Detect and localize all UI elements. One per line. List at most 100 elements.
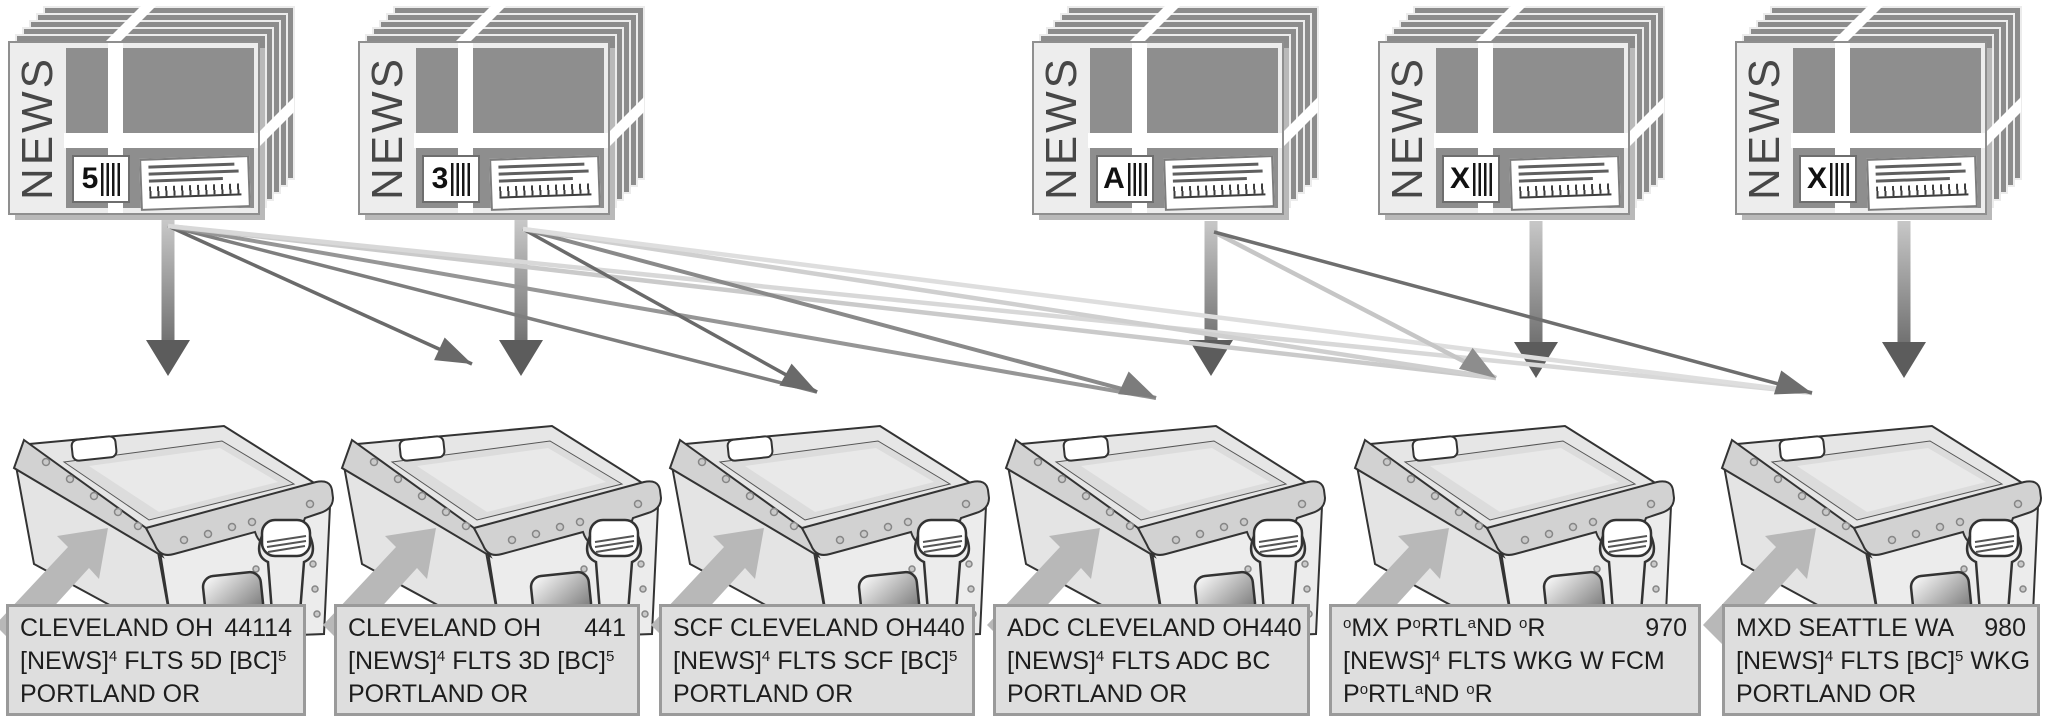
label-line2: [NEWS]4 FLTS 3D [BC]5 xyxy=(348,647,615,675)
bundle-sort-level: A xyxy=(1103,162,1125,195)
thick-arrow-bundle1-tray1 xyxy=(514,219,528,340)
tray-label-3d: CLEVELAND OH 441 [NEWS]4 FLTS 3D [BC]5 P… xyxy=(334,604,640,716)
thin-arrow-bundle0-tray3 xyxy=(167,224,1157,400)
masthead-text: NEWS xyxy=(13,56,62,200)
label-line2: [NEWS]4 FLTS ADC BC xyxy=(1007,647,1271,675)
newspaper-front: NEWS X xyxy=(1378,41,1630,215)
bundle-sort-level: 3 xyxy=(431,162,449,195)
address-label-icon xyxy=(489,155,601,211)
label-city: MXD SEATTLE WA xyxy=(1736,614,1955,642)
label-line3: PORTLAND OR xyxy=(348,680,529,708)
thin-arrow-bundle0-tray4 xyxy=(167,223,1497,381)
bundle-tag-label: 5 xyxy=(72,155,130,203)
masthead-text: NEWS xyxy=(1740,56,1789,200)
address-label-icon xyxy=(1866,155,1978,211)
thin-arrowhead-icon xyxy=(434,337,472,364)
thick-arrow-bundle2-tray3 xyxy=(1204,221,1218,340)
barcode-icon xyxy=(101,162,121,196)
address-barcode-icon xyxy=(1519,183,1612,199)
label-zip: 441 xyxy=(584,614,626,642)
bundle-tag-label: X xyxy=(1442,155,1500,203)
thin-arrowhead-icon xyxy=(1773,370,1812,395)
bundle-strap-horizontal xyxy=(1791,133,1985,148)
newspaper-bundle-3d: NEWS 3 xyxy=(358,6,658,218)
bundle-strap-horizontal xyxy=(414,133,608,148)
newsprint-panel xyxy=(416,48,604,133)
thin-arrowhead-icon xyxy=(1458,347,1496,378)
thick-arrow-bundle0-tray0 xyxy=(161,219,175,340)
thin-arrow-bundle1-tray2 xyxy=(522,227,818,394)
label-city: ADC CLEVELAND OH xyxy=(1007,614,1260,642)
label-line3: PORTLAND OR xyxy=(673,680,854,708)
bundle-strap-horizontal xyxy=(64,133,258,148)
tray-label-adc: ADC CLEVELAND OH 440 [NEWS]4 FLTS ADC BC… xyxy=(993,604,1310,716)
address-label-icon xyxy=(1163,155,1275,211)
label-line3: PORTLAND OR xyxy=(1736,680,1917,708)
thin-arrowhead-icon xyxy=(779,363,817,392)
thick-arrowhead-icon xyxy=(1189,340,1233,376)
label-zip: 970 xyxy=(1645,614,1687,642)
newsprint-panel xyxy=(1793,48,1981,133)
label-line3: PORTLAND OR xyxy=(1007,680,1188,708)
bundle-tag-label: A xyxy=(1096,155,1154,203)
label-line2: [NEWS]4 FLTS WKG W FCM xyxy=(1343,647,1665,675)
tray-label-omx: oMX PoRTLaND oR 970 [NEWS]4 FLTS WKG W F… xyxy=(1329,604,1701,716)
address-barcode-icon xyxy=(1173,183,1266,199)
address-barcode-icon xyxy=(149,183,242,199)
label-line1: oMX PoRTLaND oR 970 xyxy=(1343,612,1687,645)
newspaper-front: NEWS 3 xyxy=(358,41,610,215)
newspaper-bundle-mixed-2: NEWS X xyxy=(1735,6,2035,218)
thin-arrow-bundle1-tray4 xyxy=(522,226,1497,381)
thick-arrow-bundle3-tray4 xyxy=(1529,221,1543,342)
label-city: SCF CLEVELAND OH xyxy=(673,614,924,642)
address-label-icon xyxy=(139,155,251,211)
label-line1: CLEVELAND OH 441 xyxy=(348,612,626,645)
thin-arrow-bundle0-tray2 xyxy=(167,224,818,394)
label-line2: [NEWS]4 FLTS SCF [BC]5 xyxy=(673,647,958,675)
thin-arrow-bundle0-tray1 xyxy=(167,224,473,366)
label-city: oMX PoRTLaND oR xyxy=(1343,614,1546,642)
thin-arrow-bundle1-tray5 xyxy=(522,226,1813,396)
newsprint-panel xyxy=(66,48,254,133)
address-barcode-icon xyxy=(1876,183,1969,199)
newspaper-bundle-adc: NEWS A xyxy=(1032,6,1332,218)
masthead-text: NEWS xyxy=(363,56,412,200)
thin-arrowhead-icon xyxy=(1118,371,1156,398)
thick-arrow-bundle4-tray5 xyxy=(1897,221,1911,342)
barcode-icon xyxy=(1127,162,1147,196)
label-line1: ADC CLEVELAND OH 440 xyxy=(1007,612,1302,645)
label-line3: PoRTLaND oR xyxy=(1343,680,1493,708)
label-zip: 980 xyxy=(1984,614,2026,642)
masthead-text: NEWS xyxy=(1383,56,1432,200)
thin-arrow-bundle0-tray5 xyxy=(167,223,1813,396)
bundle-sort-level: X xyxy=(1806,162,1827,195)
barcode-icon xyxy=(1473,162,1492,196)
thick-arrowhead-icon xyxy=(499,340,543,376)
thin-arrow-bundle2-tray5 xyxy=(1213,230,1813,395)
label-line1: SCF CLEVELAND OH 440 xyxy=(673,612,965,645)
tray-label-5d: CLEVELAND OH 44114 [NEWS]4 FLTS 5D [BC]5… xyxy=(6,604,306,716)
bundle-strap-horizontal xyxy=(1434,133,1628,148)
barcode-icon xyxy=(1830,162,1849,196)
label-line1: CLEVELAND OH 44114 xyxy=(20,612,292,645)
bundle-tag-label: X xyxy=(1799,155,1857,203)
newspaper-front: NEWS X xyxy=(1735,41,1987,215)
newsprint-panel xyxy=(1090,48,1278,133)
bundle-sort-level: 5 xyxy=(81,162,99,195)
label-line1: MXD SEATTLE WA 980 xyxy=(1736,612,2026,645)
label-zip: 440 xyxy=(1259,614,1302,642)
bundle-strap-horizontal xyxy=(1088,133,1282,148)
newsprint-panel xyxy=(1436,48,1624,133)
label-city: CLEVELAND OH xyxy=(348,614,542,642)
newspaper-bundle-mixed-1: NEWS X xyxy=(1378,6,1678,218)
label-zip: 44114 xyxy=(224,614,292,642)
label-line2: [NEWS]4 FLTS [BC]5 WKG xyxy=(1736,647,2031,675)
label-city: CLEVELAND OH xyxy=(20,614,214,642)
bundle-sort-level: X xyxy=(1449,162,1470,195)
label-zip: 440 xyxy=(923,614,965,642)
newspaper-bundle-5d: NEWS 5 xyxy=(8,6,308,218)
thin-arrow-bundle1-tray3 xyxy=(522,227,1157,400)
masthead-text: NEWS xyxy=(1037,56,1086,200)
